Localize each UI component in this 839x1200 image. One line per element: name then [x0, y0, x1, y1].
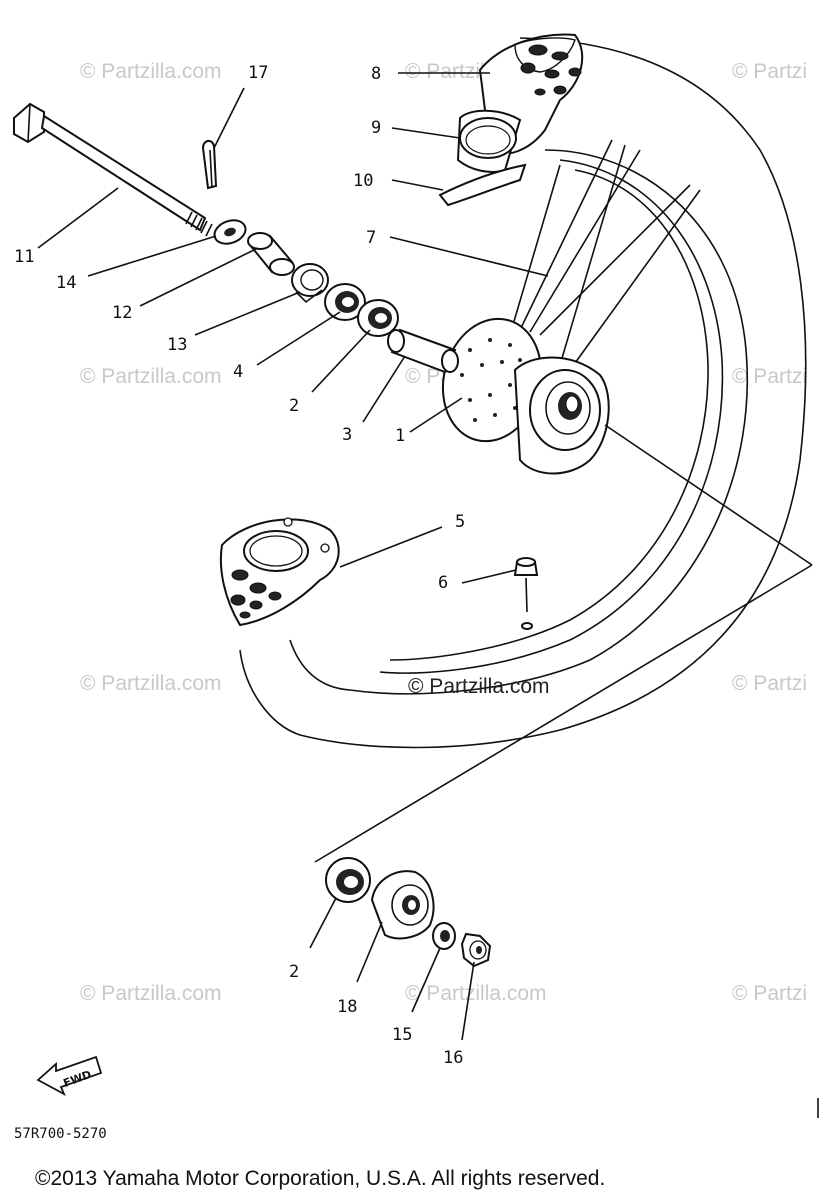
rim-band [438, 163, 527, 207]
callout-3: 3 [342, 425, 352, 445]
center-watermark: © Partzilla.com [408, 675, 550, 698]
cotter-pin [201, 140, 218, 190]
spacer [387, 328, 459, 374]
tread-pattern-bottom [230, 569, 282, 619]
callout-7: 7 [366, 228, 376, 248]
valve-cap [513, 557, 539, 630]
callouts: 8 9 10 7 17 11 14 12 13 4 2 3 1 5 6 2 18… [14, 63, 465, 1068]
callout-2: 2 [289, 396, 299, 416]
tube [456, 109, 522, 173]
callout-14: 14 [56, 273, 76, 293]
oil-seal [291, 263, 329, 304]
watermarks: © Partzilla.com © Partzilla.com © Partzi… [80, 60, 807, 1005]
washer [213, 219, 247, 245]
axle [13, 102, 213, 237]
watermark: © Partzilla.com [405, 982, 547, 1005]
bearing-2-upper [357, 299, 399, 337]
spokes [509, 139, 701, 371]
callout-11: 11 [14, 247, 34, 267]
fwd-arrow-icon: FWD [36, 1055, 103, 1097]
collar [247, 232, 295, 276]
nut-16 [460, 932, 492, 968]
bearing-2-lower [325, 857, 371, 903]
watermark: © Partzilla.com [80, 982, 222, 1005]
callout-4: 4 [233, 362, 243, 382]
watermark-partial: © Partzi [732, 982, 807, 1005]
leader-lines [37, 72, 549, 1041]
watermark-partial: © Partzi [732, 672, 807, 695]
bearing-4 [324, 283, 366, 321]
callout-18: 18 [337, 997, 357, 1017]
callout-15: 15 [392, 1025, 412, 1045]
callout-2: 2 [289, 962, 299, 982]
washer-15 [432, 922, 456, 950]
callout-17: 17 [248, 63, 268, 83]
copyright-notice: ©2013 Yamaha Motor Corporation, U.S.A. A… [35, 1167, 605, 1190]
watermark: © Partzilla.com [80, 60, 222, 83]
tread-pattern-top [520, 44, 582, 96]
callout-1: 1 [395, 426, 405, 446]
callout-16: 16 [443, 1048, 463, 1068]
watermark-partial: © Partzi [732, 60, 807, 83]
callout-6: 6 [438, 573, 448, 593]
callout-8: 8 [371, 64, 381, 84]
meter-gear [370, 870, 435, 940]
callout-9: 9 [371, 118, 381, 138]
watermark: © Partzilla.com [80, 365, 222, 388]
callout-13: 13 [167, 335, 187, 355]
callout-10: 10 [353, 171, 373, 191]
alignment-lines [314, 424, 819, 1118]
callout-12: 12 [112, 303, 132, 323]
drawing-code: 57R700-5270 [14, 1126, 107, 1142]
watermark-partial: © Partzi [732, 365, 807, 388]
callout-5: 5 [455, 512, 465, 532]
hub [441, 317, 610, 475]
watermark: © Partzilla.com [80, 672, 222, 695]
